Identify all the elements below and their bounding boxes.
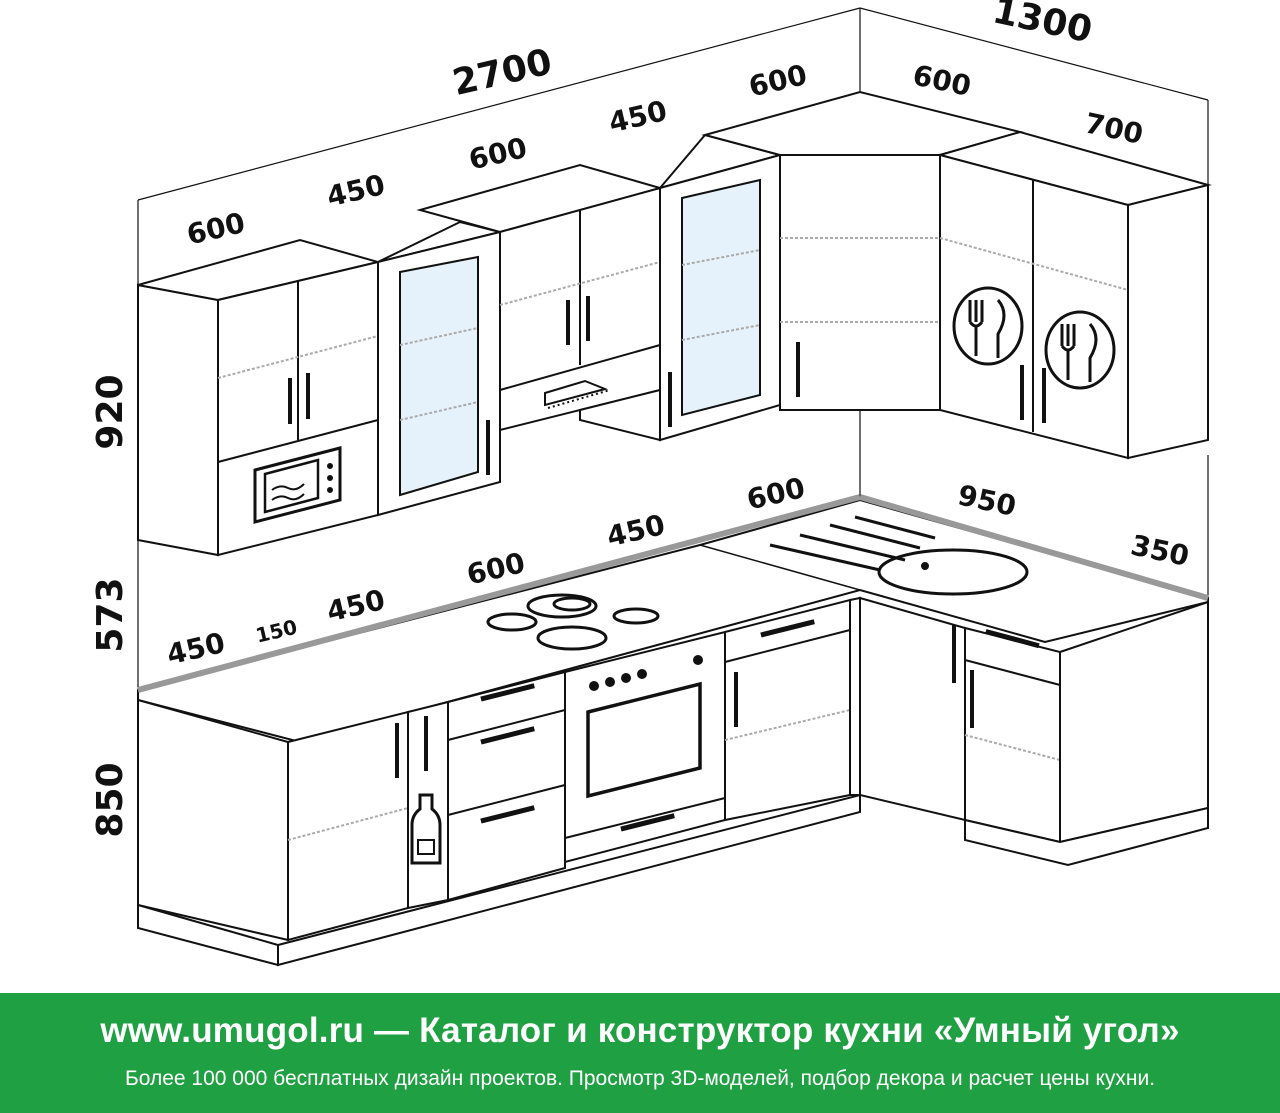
base-cabinet-right-2 xyxy=(964,626,1061,844)
dim-total-right: 1300 xyxy=(989,0,1096,51)
plinth-left xyxy=(277,793,861,967)
footer-title[interactable]: www.umugol.ru — Каталог и конструктор ку… xyxy=(100,1011,1180,1050)
dim-lower-6: 600 xyxy=(744,471,808,516)
kitchen-diagram: 2700 1300 600 450 600 450 600 600 700 45… xyxy=(90,0,1212,967)
upper-cabinet-5-glass xyxy=(657,133,784,442)
base-cabinet-1 xyxy=(137,698,409,967)
cutlery-icon xyxy=(952,286,1024,366)
dim-lower-4: 600 xyxy=(464,546,528,591)
dim-lower-2: 150 xyxy=(253,615,299,648)
dim-upper-1: 600 xyxy=(184,206,248,251)
footer-subtitle: Более 100 000 бесплатных дизайн проектов… xyxy=(124,1067,1156,1090)
sink-icon xyxy=(769,515,1029,596)
cooktop xyxy=(486,593,660,651)
upper-cabinet-2-glass xyxy=(377,220,501,517)
base-cabinet-right-1 xyxy=(859,596,966,822)
dim-upper-4: 450 xyxy=(606,94,670,139)
microwave-icon xyxy=(253,446,342,524)
dim-upper-3: 600 xyxy=(466,131,530,176)
base-cabinet-right-3 xyxy=(964,600,1209,867)
cutlery-icon xyxy=(1044,310,1116,390)
footer-banner: www.umugol.ru — Каталог и конструктор ку… xyxy=(0,993,1280,1113)
dim-upper-5: 600 xyxy=(746,58,810,103)
dim-upper-right-1: 600 xyxy=(910,58,974,102)
dim-total-left: 2700 xyxy=(449,42,556,104)
dim-upper-2: 450 xyxy=(324,168,388,213)
dim-height-lower: 850 xyxy=(90,762,131,837)
dim-height-upper: 920 xyxy=(90,374,131,449)
dim-lower-5: 450 xyxy=(604,508,668,553)
dim-height-gap: 573 xyxy=(90,577,131,652)
dim-lower-right-1: 950 xyxy=(955,478,1019,522)
bottle-icon xyxy=(410,793,442,865)
dim-lower-right-2: 350 xyxy=(1128,528,1192,572)
base-cabinet-corner xyxy=(724,596,861,822)
dim-upper-right-2: 700 xyxy=(1082,106,1146,150)
dim-lower-3: 450 xyxy=(324,583,388,628)
dim-lower-1: 450 xyxy=(164,626,228,671)
upper-cabinet-3-hood xyxy=(416,163,664,432)
oven-icon xyxy=(564,630,726,864)
base-cabinet-drawers xyxy=(447,670,566,902)
dimension-lines xyxy=(137,7,1209,700)
